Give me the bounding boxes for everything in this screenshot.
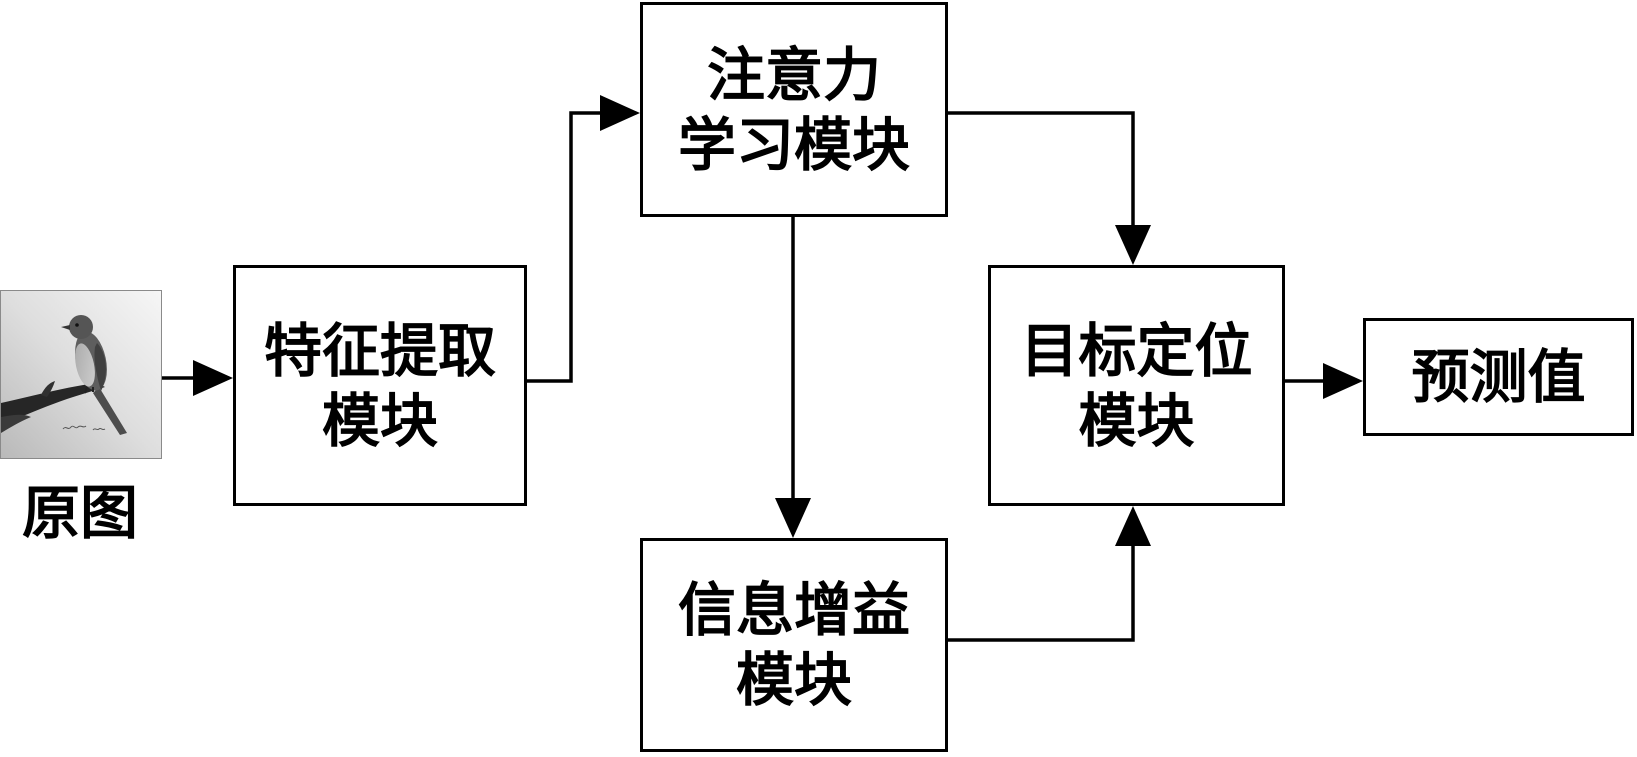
bird-eye [75, 323, 79, 327]
branch-twig [1, 414, 31, 433]
arrowhead [1323, 363, 1363, 399]
edge-line [948, 542, 1135, 642]
bird-tail [93, 387, 127, 435]
arrowhead [1115, 506, 1151, 546]
target-localization-module: 目标定位 模块 [988, 265, 1285, 506]
arrowhead [193, 360, 233, 396]
feature-extraction-module: 特征提取 模块 [233, 265, 527, 506]
node-label-line1: 特征提取 [263, 316, 496, 385]
node-label-line2: 模块 [321, 386, 438, 455]
photo-signature [62, 425, 106, 431]
edge-line [948, 111, 1135, 229]
edge-input-to-feature-extraction [162, 360, 233, 396]
arrowhead [1115, 225, 1151, 265]
bird-wing [94, 343, 106, 391]
original-image-label: 原图 [21, 479, 138, 547]
edge-information-gain-to-target-localization [948, 506, 1151, 642]
edge-attention-to-target-localization [948, 111, 1151, 265]
node-label-line2: 模块 [1078, 386, 1195, 455]
node-label-line1: 预测值 [1411, 343, 1586, 411]
node-label-line1: 目标定位 [1020, 316, 1253, 385]
bird-feet [84, 386, 94, 394]
arrowhead [600, 95, 640, 131]
bird-breast [75, 343, 95, 387]
node-label-line2: 模块 [735, 646, 852, 714]
branch [1, 383, 105, 426]
original-image [0, 290, 162, 459]
attention-learning-module: 注意力 学习模块 [640, 2, 948, 217]
node-label-line1: 注意力 [706, 40, 881, 109]
branch-knot [41, 381, 55, 397]
prediction-output: 预测值 [1363, 318, 1634, 436]
node-label-line2: 学习模块 [677, 110, 910, 179]
node-label-line1: 信息增益 [677, 576, 910, 644]
edge-line [527, 111, 604, 383]
edge-attention-to-information-gain [775, 217, 811, 538]
bird-photo [1, 291, 161, 458]
arrowhead [775, 498, 811, 538]
edge-feature-extraction-to-attention [527, 95, 640, 383]
edge-target-localization-to-prediction [1285, 363, 1363, 399]
bird-head [69, 315, 93, 339]
information-gain-module: 信息增益 模块 [640, 538, 948, 752]
bird-beak [61, 325, 70, 330]
